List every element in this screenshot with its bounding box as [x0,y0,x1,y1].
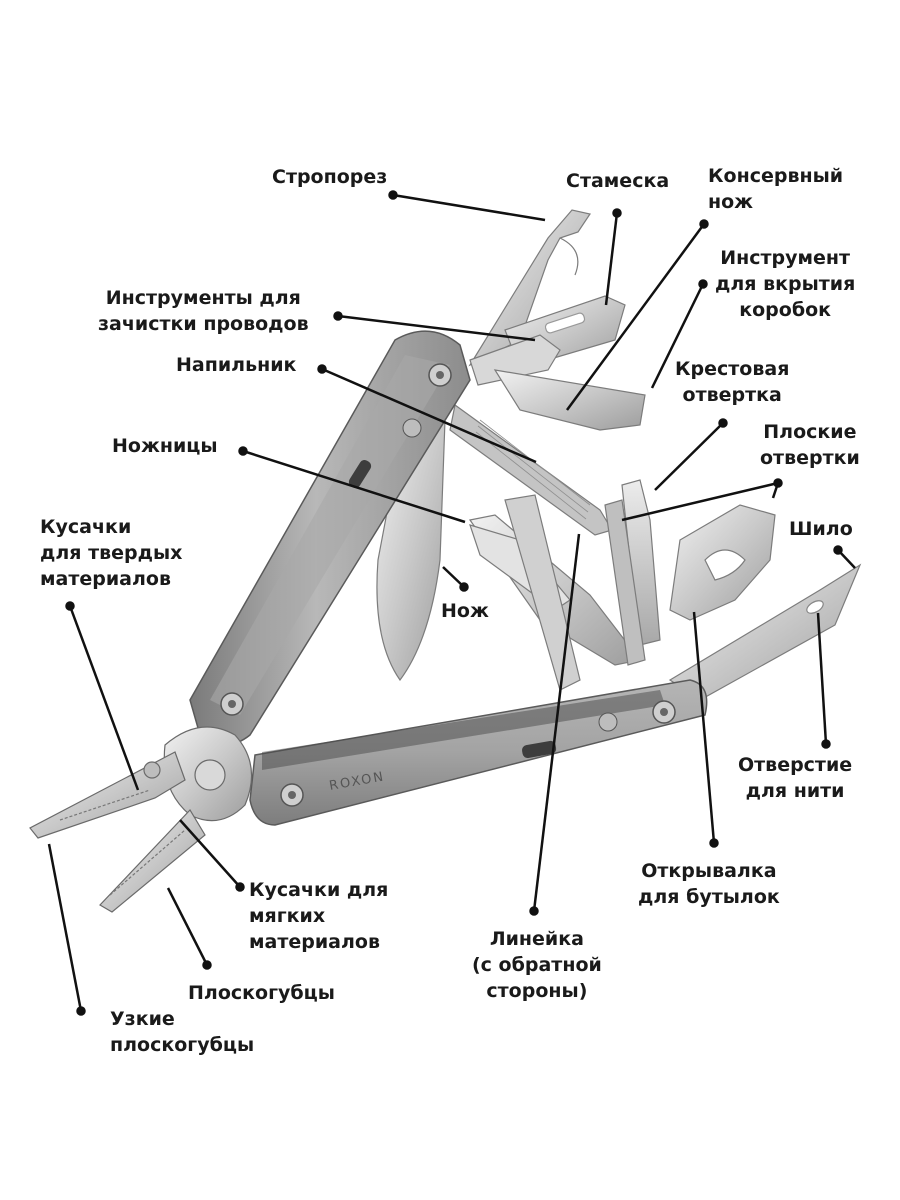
label-soft-cutter-line3: материалов [249,931,380,953]
label-can-opener: Консервный нож [708,163,843,215]
label-hard-cutter-line1: Кусачки [40,516,132,538]
label-strap-cutter: Стропорез [272,166,388,188]
label-bottle-line1: Открывалка [641,860,777,882]
label-wire-strippers: Инструменты для зачистки проводов [98,285,309,337]
label-box-opener-line1: Инструмент [720,247,851,269]
label-ruler-line3: стороны) [486,980,588,1002]
label-box-opener: Инструмент для вкрытия коробок [715,245,855,323]
label-needle-line1: Узкие [110,1008,175,1030]
label-awl: Шило [789,518,853,540]
label-bottle-opener: Открывалка для бутылок [638,858,780,910]
label-needle-line2: плоскогубцы [110,1034,255,1056]
label-ruler-line1: Линейка [489,928,584,950]
strap-cutter-blade [468,209,591,367]
label-soft-cutter-line1: Кусачки для [249,879,389,901]
can-opener-blade [493,369,646,431]
label-needle-nose-pliers: Узкие плоскогубцы [110,1006,254,1058]
label-can-opener-line2: нож [708,191,754,213]
label-flat-line1: Плоские [763,421,857,443]
label-flat-screwdrivers: Плоские отвертки [760,419,860,471]
label-bottle-line2: для бутылок [638,886,780,908]
needle-nose-jaw-lower [99,809,206,913]
label-hard-cutter-line3: материалов [40,568,171,590]
label-box-opener-line2: для вкрытия [715,273,856,295]
label-lanyard-line1: Отверстие [738,754,853,776]
needle-nose-jaw-upper [29,751,186,839]
pliers-head [29,726,253,913]
leader-lines [47,190,856,1016]
upper-handle [189,330,471,746]
flat-screwdriver [604,499,646,666]
label-lanyard-line2: для нити [745,780,845,802]
label-hard-wire-cutter: Кусачки для твердых материалов [40,514,182,592]
label-can-opener-line1: Консервный [708,165,844,187]
label-soft-cutter-line2: мягких [249,905,326,927]
label-wire-strippers-line1: Инструменты для [105,287,301,309]
label-phillips-line2: отвертка [682,384,782,406]
label-ruler: Линейка (с обратной стороны) [472,926,602,1004]
label-wire-strippers-line2: зачистки проводов [98,313,309,335]
ruler-blade [504,494,581,691]
label-file: Напильник [176,354,297,376]
label-flat-line2: отвертки [760,447,860,469]
label-hard-cutter-line2: для твердых [40,542,183,564]
label-box-opener-line3: коробок [739,299,832,321]
label-scissors: Ножницы [112,435,218,457]
label-chisel: Стамеска [566,170,670,192]
label-knife: Нож [441,600,489,622]
label-ruler-line2: (с обратной [472,954,602,976]
label-lanyard-hole: Отверстие для нити [738,752,852,804]
label-phillips-screwdriver: Крестовая отвертка [675,356,789,408]
label-phillips-line1: Крестовая [675,358,790,380]
label-pliers: Плоскогубцы [188,982,335,1004]
label-soft-wire-cutter: Кусачки для мягких материалов [249,877,388,955]
lower-handle: ROXON [249,679,708,826]
